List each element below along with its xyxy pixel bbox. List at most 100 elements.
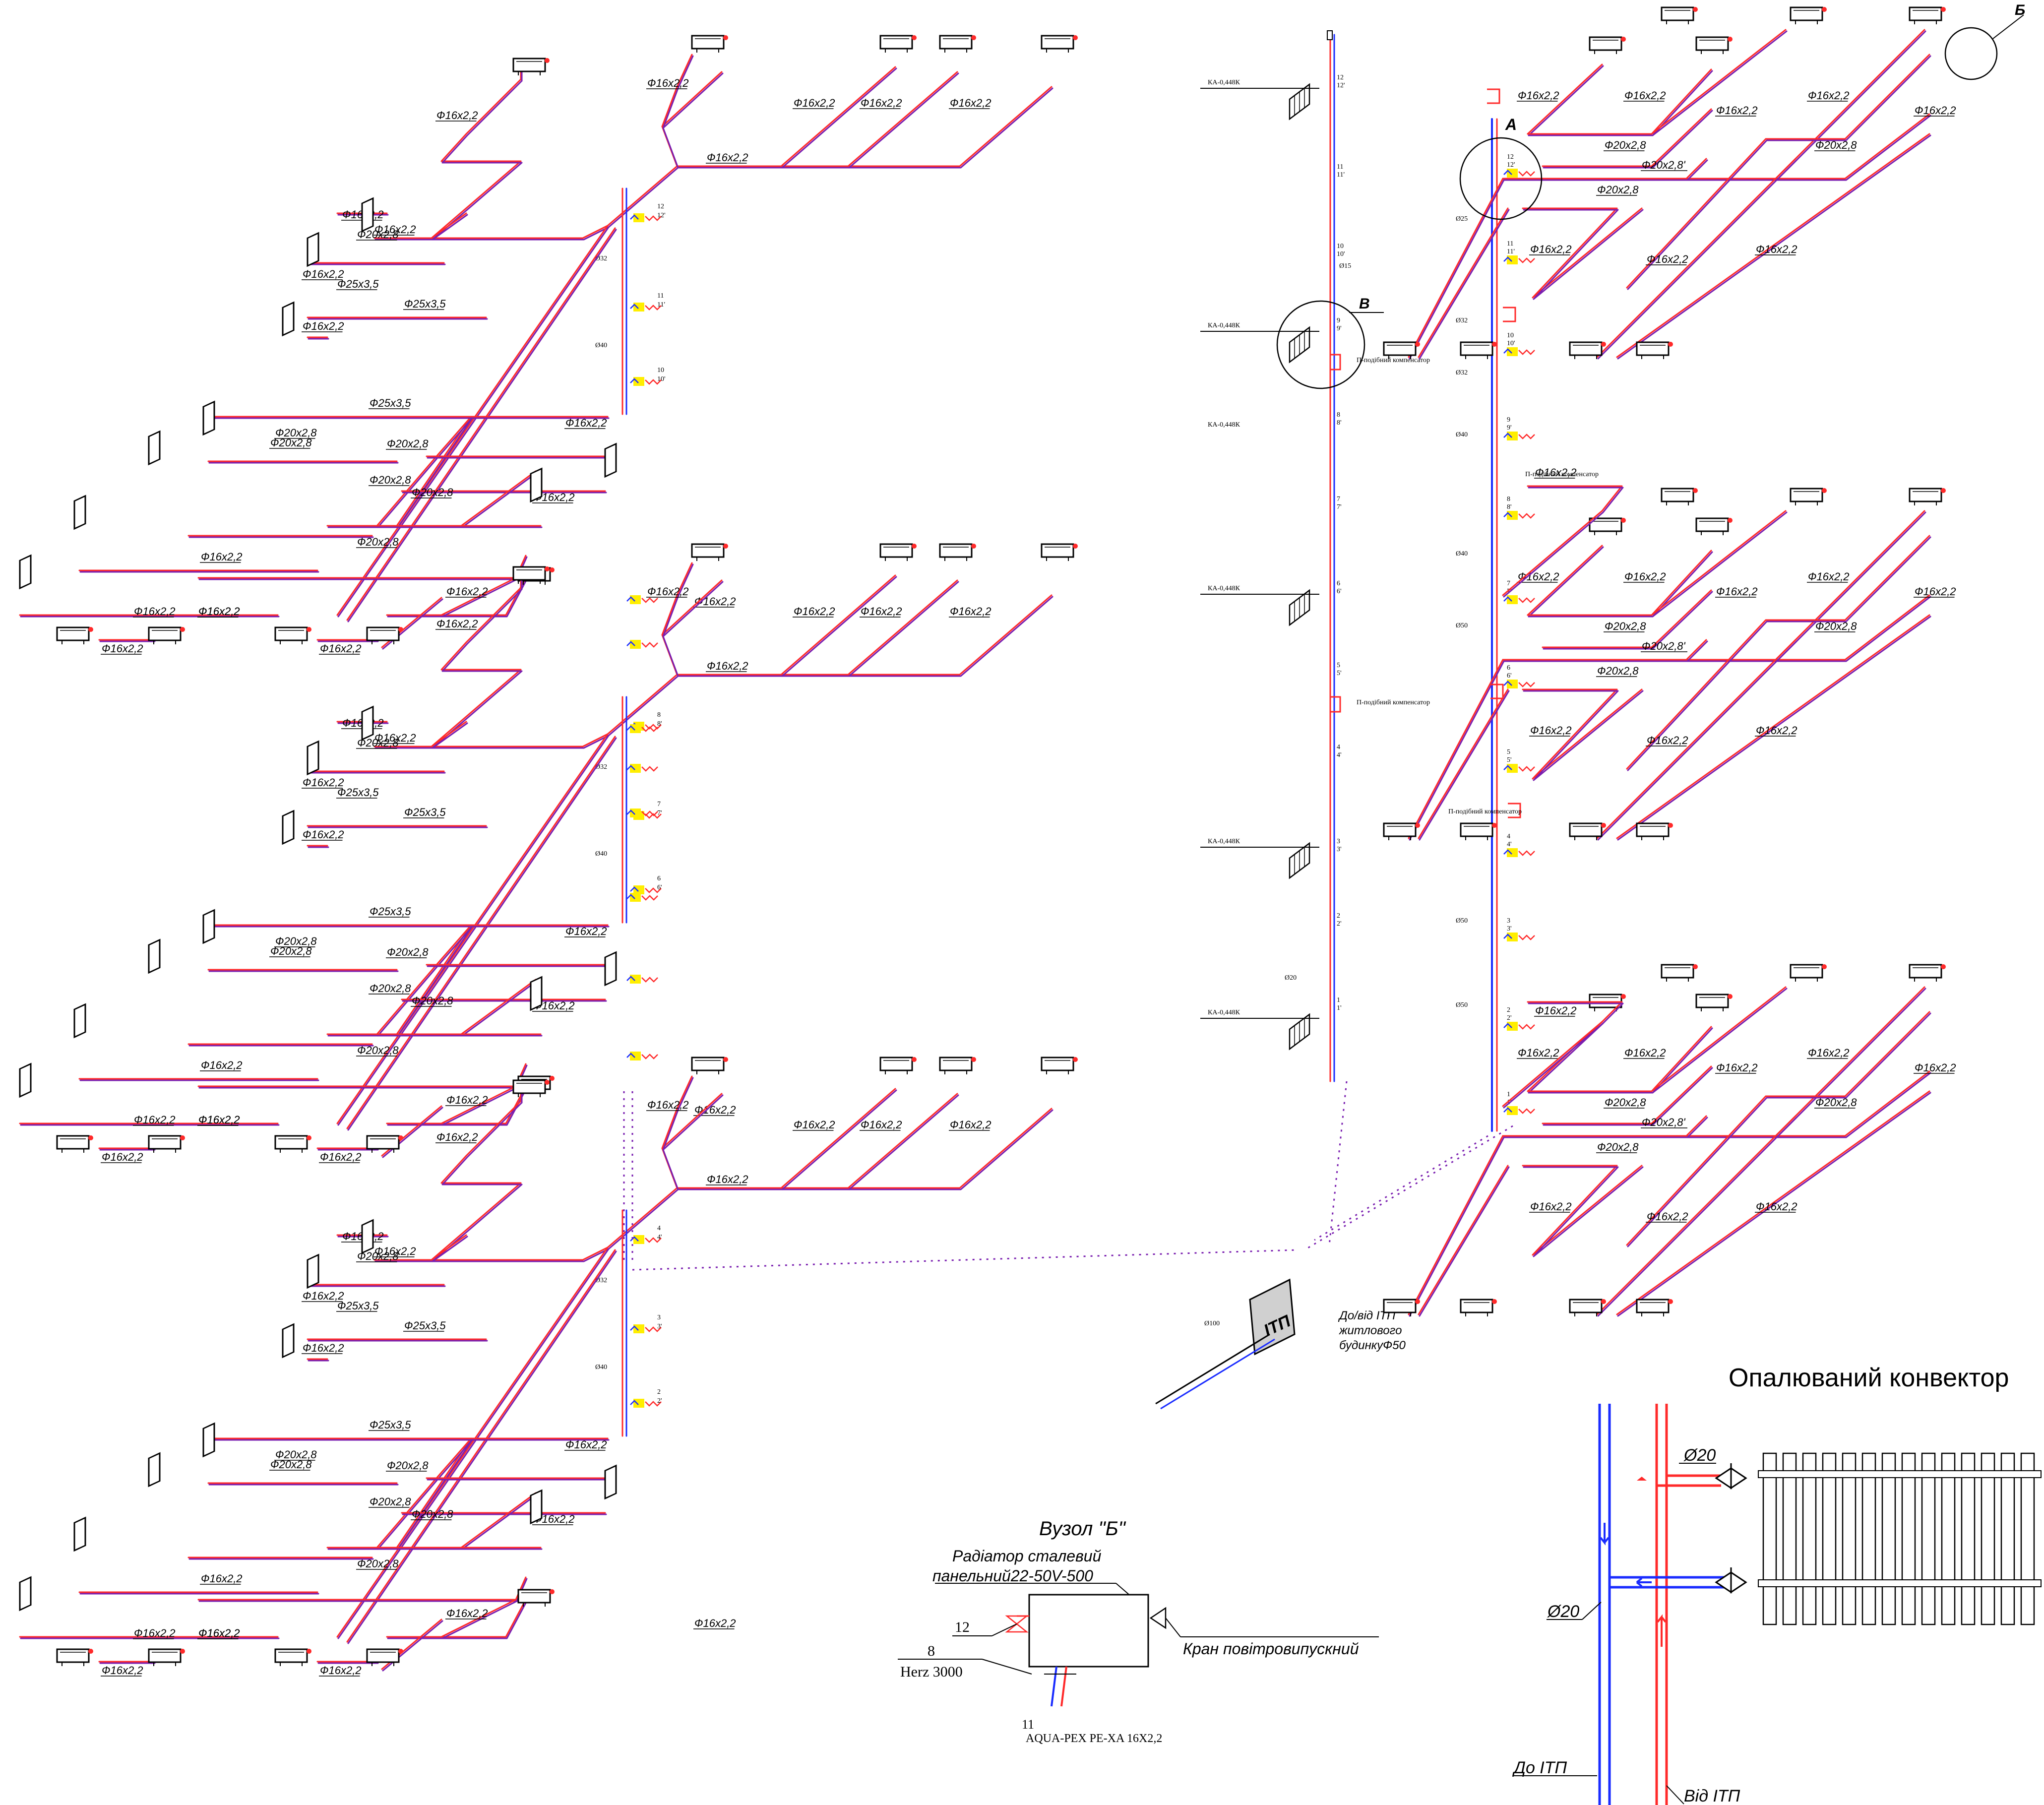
radiator-icon bbox=[1041, 34, 1079, 54]
floor-number-label: 10 bbox=[657, 367, 664, 374]
pipe-diameter-label: Ф16х2,2 bbox=[134, 605, 176, 618]
dotted-line bbox=[1314, 1135, 1488, 1241]
compensator-loop bbox=[1508, 803, 1521, 818]
floor-number-label: 9' bbox=[1337, 325, 1342, 332]
pipe-diameter-label: Ф16х2,2 bbox=[1915, 1061, 1956, 1074]
floor-number-label: 6 bbox=[1337, 580, 1340, 587]
pipe-segment bbox=[431, 1234, 467, 1261]
radiator-icon bbox=[1041, 543, 1079, 562]
callout-v: В bbox=[1276, 296, 1384, 389]
pipe-segment bbox=[1542, 108, 1712, 167]
radiator-icon bbox=[282, 302, 295, 336]
pipe-segment bbox=[848, 72, 959, 169]
pipe-diameter-label: Ф16х2,2 bbox=[1808, 1047, 1850, 1059]
pipe-segment bbox=[198, 1087, 528, 1126]
radiator-icon bbox=[148, 939, 161, 974]
pipe-segment bbox=[431, 78, 609, 239]
pipe-diameter-label: Ф16х2,2 bbox=[1716, 104, 1758, 117]
convector-fin bbox=[1941, 1452, 1956, 1625]
pipe-diameter-label: Ф16х2,2 bbox=[794, 1119, 835, 1131]
convector-fin bbox=[1802, 1452, 1817, 1625]
pipe-segment bbox=[1418, 688, 1509, 839]
convector-fin bbox=[1861, 1452, 1876, 1625]
pipe-diameter-label: Ф20х2,8 bbox=[387, 437, 429, 450]
radiator-icon bbox=[530, 1490, 543, 1524]
pipe-diameter-label: Ф20х2,8 bbox=[1815, 1096, 1857, 1109]
radiator-icon bbox=[530, 468, 543, 502]
pipe-segment bbox=[847, 71, 958, 167]
floor-number-label: 5 bbox=[1507, 748, 1510, 756]
floor-number-label: 5' bbox=[1507, 756, 1512, 764]
convector-detail: Опалюваний конвектор Ø20 Ø20 До ІТП Від … bbox=[1512, 1364, 2042, 1805]
convector-d20-left: Ø20 bbox=[1547, 1602, 1579, 1621]
pipe-segment bbox=[382, 598, 443, 650]
pipe-segment bbox=[327, 926, 610, 1037]
radiator-icon bbox=[604, 951, 617, 986]
pipe-segment bbox=[337, 1248, 610, 1639]
floor-number-label: 6' bbox=[1337, 588, 1342, 595]
pipe-diameter-label: Ф16х2,2 bbox=[1756, 1200, 1797, 1213]
pipe-diameter-label: Ф20х2,8 bbox=[357, 1557, 399, 1570]
floor-number-label: Ø50 bbox=[1456, 622, 1468, 629]
pipe-segment bbox=[1626, 535, 1930, 770]
floor-number-label: 6 bbox=[1507, 664, 1510, 672]
pipe-segment bbox=[440, 577, 517, 616]
convector-fin bbox=[1961, 1452, 1976, 1625]
valve-icon bbox=[626, 974, 659, 985]
pipe-diameter-label: Ф16х2,2 bbox=[134, 1114, 176, 1126]
pipe-segment bbox=[1543, 591, 1713, 650]
pipe-segment bbox=[1775, 29, 1925, 180]
pipe-diameter-label: Ф16х2,2 bbox=[134, 1627, 176, 1639]
pipe-diameter-label: Ф16х2,2 bbox=[303, 828, 344, 841]
floor-number-label: 12' bbox=[1507, 161, 1515, 169]
dotted-line bbox=[1328, 1081, 1348, 1245]
floor-number-label: 11' bbox=[1337, 171, 1345, 179]
pipe-segment bbox=[1527, 63, 1603, 135]
radiator-icon bbox=[1589, 517, 1627, 536]
valve-icon bbox=[1503, 510, 1536, 521]
pipe-segment bbox=[336, 225, 609, 616]
floor-number-label: 12' bbox=[657, 212, 666, 219]
pipe-segment bbox=[1522, 688, 1643, 780]
pipe-diameter-label: Ф20х2,8' bbox=[1642, 640, 1686, 652]
radiator-icon bbox=[274, 626, 312, 645]
pipe-diameter-label: Ф16х2,2 bbox=[950, 605, 991, 618]
radiator-icon bbox=[1383, 1298, 1421, 1317]
pipe-diameter-label: Ф25х3,5 bbox=[404, 298, 446, 310]
pipe-segment bbox=[781, 1089, 897, 1190]
radiator-icon bbox=[274, 1648, 312, 1667]
valve-icon bbox=[1503, 679, 1536, 689]
pipe-segment bbox=[1527, 545, 1603, 616]
valve-icon bbox=[1503, 254, 1536, 265]
pipe-diameter-label: Ф16х2,2 bbox=[374, 732, 416, 744]
pipe-diameter-label: Ф16х2,2 bbox=[201, 1572, 243, 1585]
pipe-segment bbox=[1775, 510, 1925, 661]
callout-a-label: А bbox=[1505, 116, 1517, 133]
radiator-icon bbox=[1695, 993, 1734, 1012]
radiator-icon bbox=[1636, 1298, 1674, 1317]
pipe-segment bbox=[1626, 1011, 1930, 1246]
pipe-diameter-label: Ф16х2,2 bbox=[201, 551, 243, 563]
pipe-segment bbox=[440, 1085, 517, 1124]
pipe-diameter-label: Ф16х2,2 bbox=[436, 109, 478, 122]
pipe-segment bbox=[1542, 1065, 1712, 1124]
pipe-diameter-label: Ф20х2,8' bbox=[1642, 159, 1686, 171]
pipe-segment bbox=[1586, 158, 1707, 180]
pipe-segment bbox=[661, 1075, 693, 1149]
pipe-segment bbox=[1502, 1070, 1930, 1137]
pipe-segment bbox=[1523, 209, 1644, 300]
pipe-segment bbox=[337, 735, 610, 1126]
pipe-segment bbox=[1596, 158, 1796, 358]
floor-number-label: 12 bbox=[1507, 153, 1514, 161]
radiator-icon bbox=[512, 57, 551, 76]
pipe-diameter-label: Ф16х2,2 bbox=[1915, 104, 1956, 117]
pipe-segment bbox=[662, 563, 694, 637]
pipe-diameter-label: Ф20х2,8 bbox=[412, 486, 453, 498]
pipe-segment bbox=[1597, 159, 1797, 360]
pipe-segment bbox=[1408, 659, 1504, 839]
floor-number-label: Ø15 bbox=[1339, 262, 1351, 270]
floor-number-label: 10' bbox=[1337, 250, 1345, 258]
convector-label: КА-0,448К bbox=[1208, 79, 1240, 86]
pipe-segment bbox=[781, 67, 897, 169]
